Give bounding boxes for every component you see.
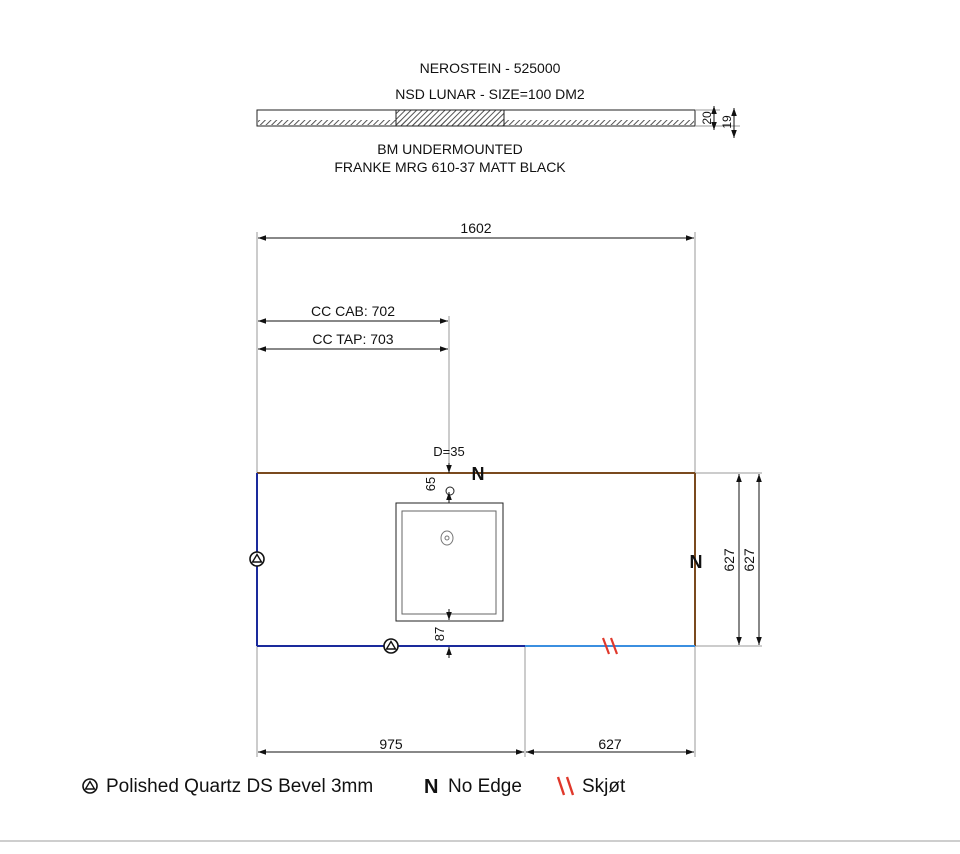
profile-thickness-a: 20 xyxy=(700,111,714,125)
dim-depth-2: 627 xyxy=(741,548,757,572)
dim-bottom-left: 975 xyxy=(379,736,403,752)
dim-total-width: 1602 xyxy=(460,220,491,236)
joint-marker-front xyxy=(601,637,619,655)
header-line-1: NEROSTEIN - 525000 xyxy=(420,60,561,76)
sink xyxy=(395,502,504,622)
legend-joint-label: Skjøt xyxy=(582,776,626,797)
countertop-profile xyxy=(256,106,740,138)
no-edge-marker-back: N xyxy=(472,464,485,484)
dim-depth-1: 627 xyxy=(721,548,737,572)
legend-no-edge-icon: N xyxy=(424,776,438,798)
polished-marker-front xyxy=(383,638,399,654)
polished-marker-left xyxy=(249,551,265,567)
legend-no-edge-label: No Edge xyxy=(448,776,522,797)
dim-cc-tap: CC TAP: 703 xyxy=(312,331,393,347)
dim-cc-cab: CC CAB: 702 xyxy=(311,303,395,319)
no-edge-marker-right: N xyxy=(690,552,703,572)
legend-polished-icon xyxy=(82,778,98,794)
profile-thickness-b: 19 xyxy=(720,115,734,129)
dim-tap-offset: 65 xyxy=(423,477,438,491)
sink-drain xyxy=(440,530,454,546)
header-line-4: FRANKE MRG 610-37 MATT BLACK xyxy=(334,159,566,175)
legend-joint-icon xyxy=(556,776,575,796)
dim-sink-front-offset: 87 xyxy=(432,627,447,641)
header-line-2: NSD LUNAR - SIZE=100 DM2 xyxy=(395,86,585,102)
dim-tap-hole: D=35 xyxy=(433,444,464,459)
dim-bottom-right: 627 xyxy=(598,736,622,752)
legend-polished-label: Polished Quartz DS Bevel 3mm xyxy=(106,776,373,797)
tap-hole xyxy=(445,486,455,496)
header-line-3: BM UNDERMOUNTED xyxy=(377,141,522,157)
